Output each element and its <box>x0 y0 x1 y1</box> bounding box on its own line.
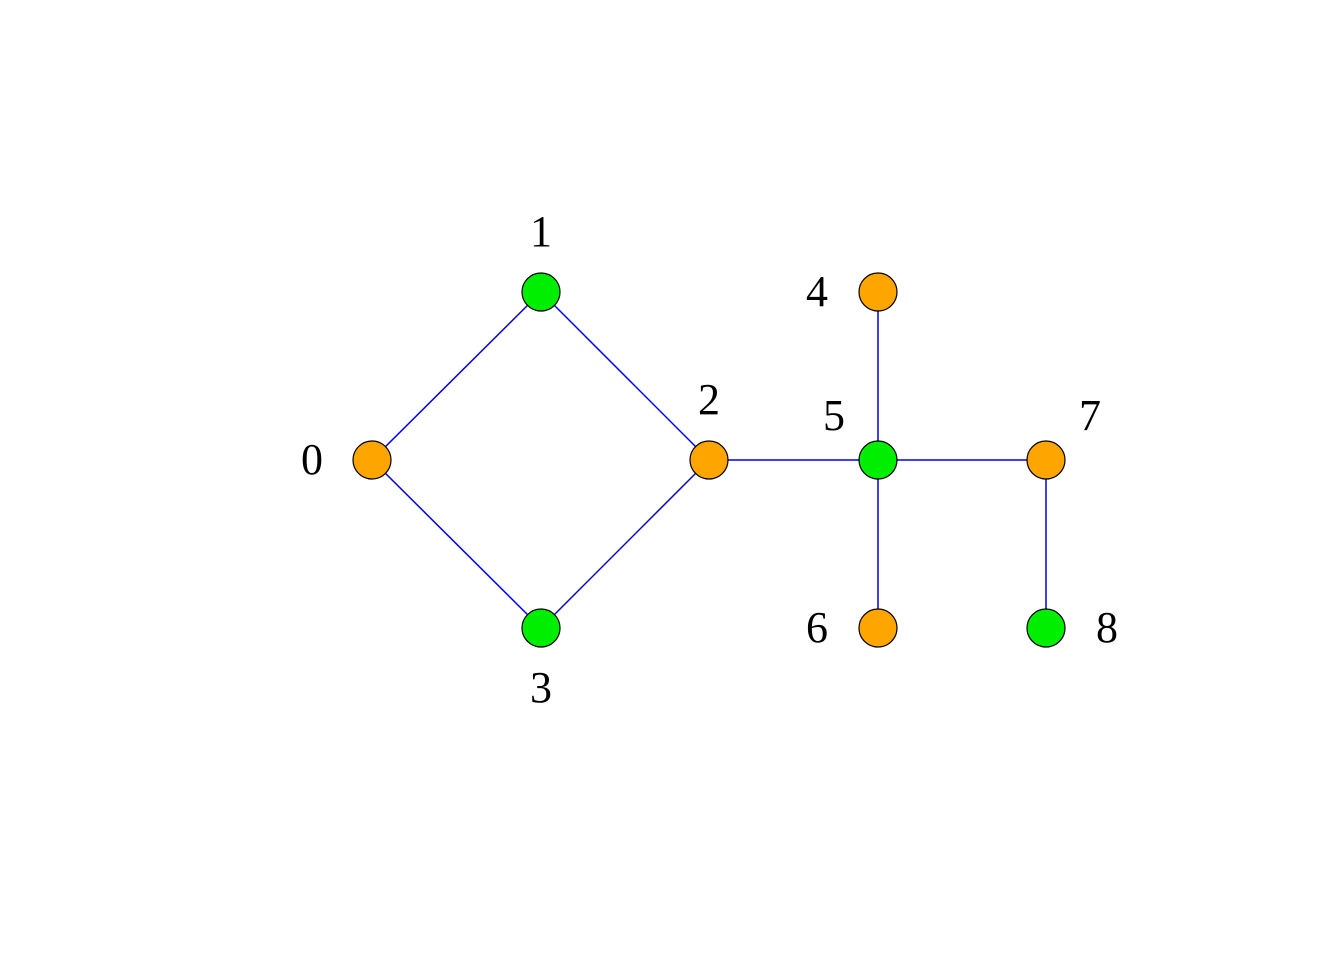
node-7 <box>1026 440 1066 480</box>
node-1 <box>521 272 561 312</box>
node-label-5: 5 <box>823 391 845 440</box>
edge-1-2 <box>540 291 710 461</box>
node-label-2: 2 <box>698 375 720 424</box>
nodes-layer <box>352 272 1066 648</box>
edge-3-2 <box>540 459 710 629</box>
node-label-1: 1 <box>530 207 552 256</box>
node-label-4: 4 <box>806 267 828 316</box>
node-label-7: 7 <box>1079 391 1101 440</box>
node-label-8: 8 <box>1096 603 1118 652</box>
node-4 <box>858 272 898 312</box>
node-label-0: 0 <box>301 435 323 484</box>
edge-0-3 <box>371 459 542 629</box>
node-label-3: 3 <box>530 663 552 712</box>
node-5 <box>858 440 898 480</box>
node-2 <box>689 440 729 480</box>
node-label-6: 6 <box>806 603 828 652</box>
node-0 <box>352 440 392 480</box>
node-8 <box>1026 608 1066 648</box>
edge-0-1 <box>371 291 542 461</box>
edges-layer <box>371 291 1047 629</box>
node-6 <box>858 608 898 648</box>
node-3 <box>521 608 561 648</box>
labels-layer: 0 1 2 3 4 5 6 7 8 <box>301 207 1118 712</box>
